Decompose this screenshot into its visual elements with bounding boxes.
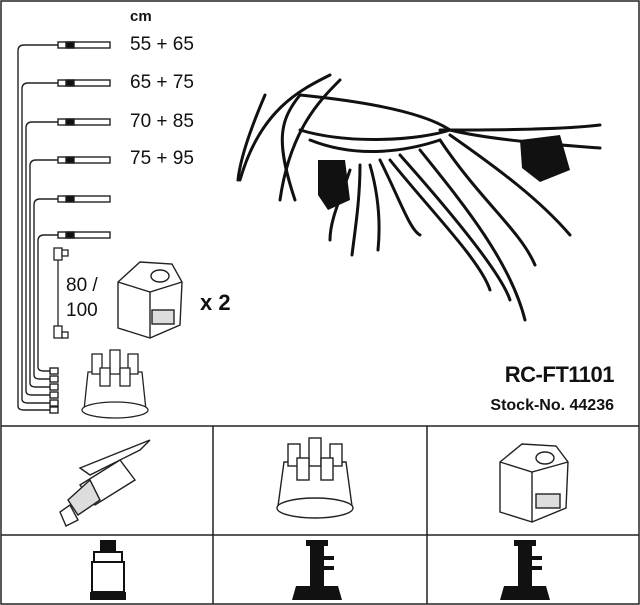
cable-connector-band — [65, 156, 75, 164]
cable-connector-band — [65, 231, 75, 239]
cable-connector-band — [65, 41, 75, 49]
unit-label: cm — [130, 8, 152, 25]
coil-cable-length-1: 80 / — [66, 275, 98, 296]
cable-length-1: 55 + 65 — [130, 34, 194, 55]
coil-boot-icon — [500, 540, 550, 600]
cable-connector-band — [65, 195, 75, 203]
ignition-coil-icon — [499, 443, 569, 523]
spark-plug-icon — [59, 439, 151, 527]
ignition-cable — [37, 234, 58, 372]
cable-end-terminal — [49, 367, 59, 375]
cable-connector — [57, 156, 111, 164]
cable-connector — [57, 231, 111, 239]
cable-end-terminal — [49, 399, 59, 407]
cable-connector — [57, 41, 111, 49]
cable-connector — [57, 79, 111, 87]
cable-end-terminal — [49, 383, 59, 391]
distributor-boot-icon — [292, 540, 342, 600]
cable-connector — [57, 118, 111, 126]
ignition-cable — [25, 121, 58, 396]
ignition-cable — [33, 198, 58, 380]
ignition-cable — [17, 44, 58, 411]
cable-end-terminal — [49, 406, 59, 414]
cable-length-2: 65 + 75 — [130, 72, 194, 93]
cable-connector-band — [65, 118, 75, 126]
spark-plug-boot-icon — [90, 540, 126, 600]
cable-length-3: 70 + 85 — [130, 111, 194, 132]
ignition-coil-icon — [117, 261, 183, 339]
cable-set — [17, 41, 111, 414]
cable-connector-band — [65, 79, 75, 87]
cable-bundle — [236, 73, 602, 322]
coil-silhouette — [318, 135, 570, 210]
distributor-cap-icon — [81, 349, 149, 419]
coil-cable — [53, 247, 69, 339]
ignition-cable — [29, 159, 58, 388]
ignition-cable — [21, 82, 58, 404]
cable-end-terminal — [49, 375, 59, 383]
cable-length-4: 75 + 95 — [130, 148, 194, 169]
cable-connector — [57, 195, 111, 203]
coil-quantity: x 2 — [200, 290, 231, 315]
distributor-cap-icon — [276, 437, 354, 519]
part-number: RC-FT1101 — [504, 362, 615, 387]
coil-cable-length-2: 100 — [66, 300, 98, 321]
cable-end-terminal — [49, 391, 59, 399]
stock-number: Stock-No. 44236 — [490, 397, 614, 414]
